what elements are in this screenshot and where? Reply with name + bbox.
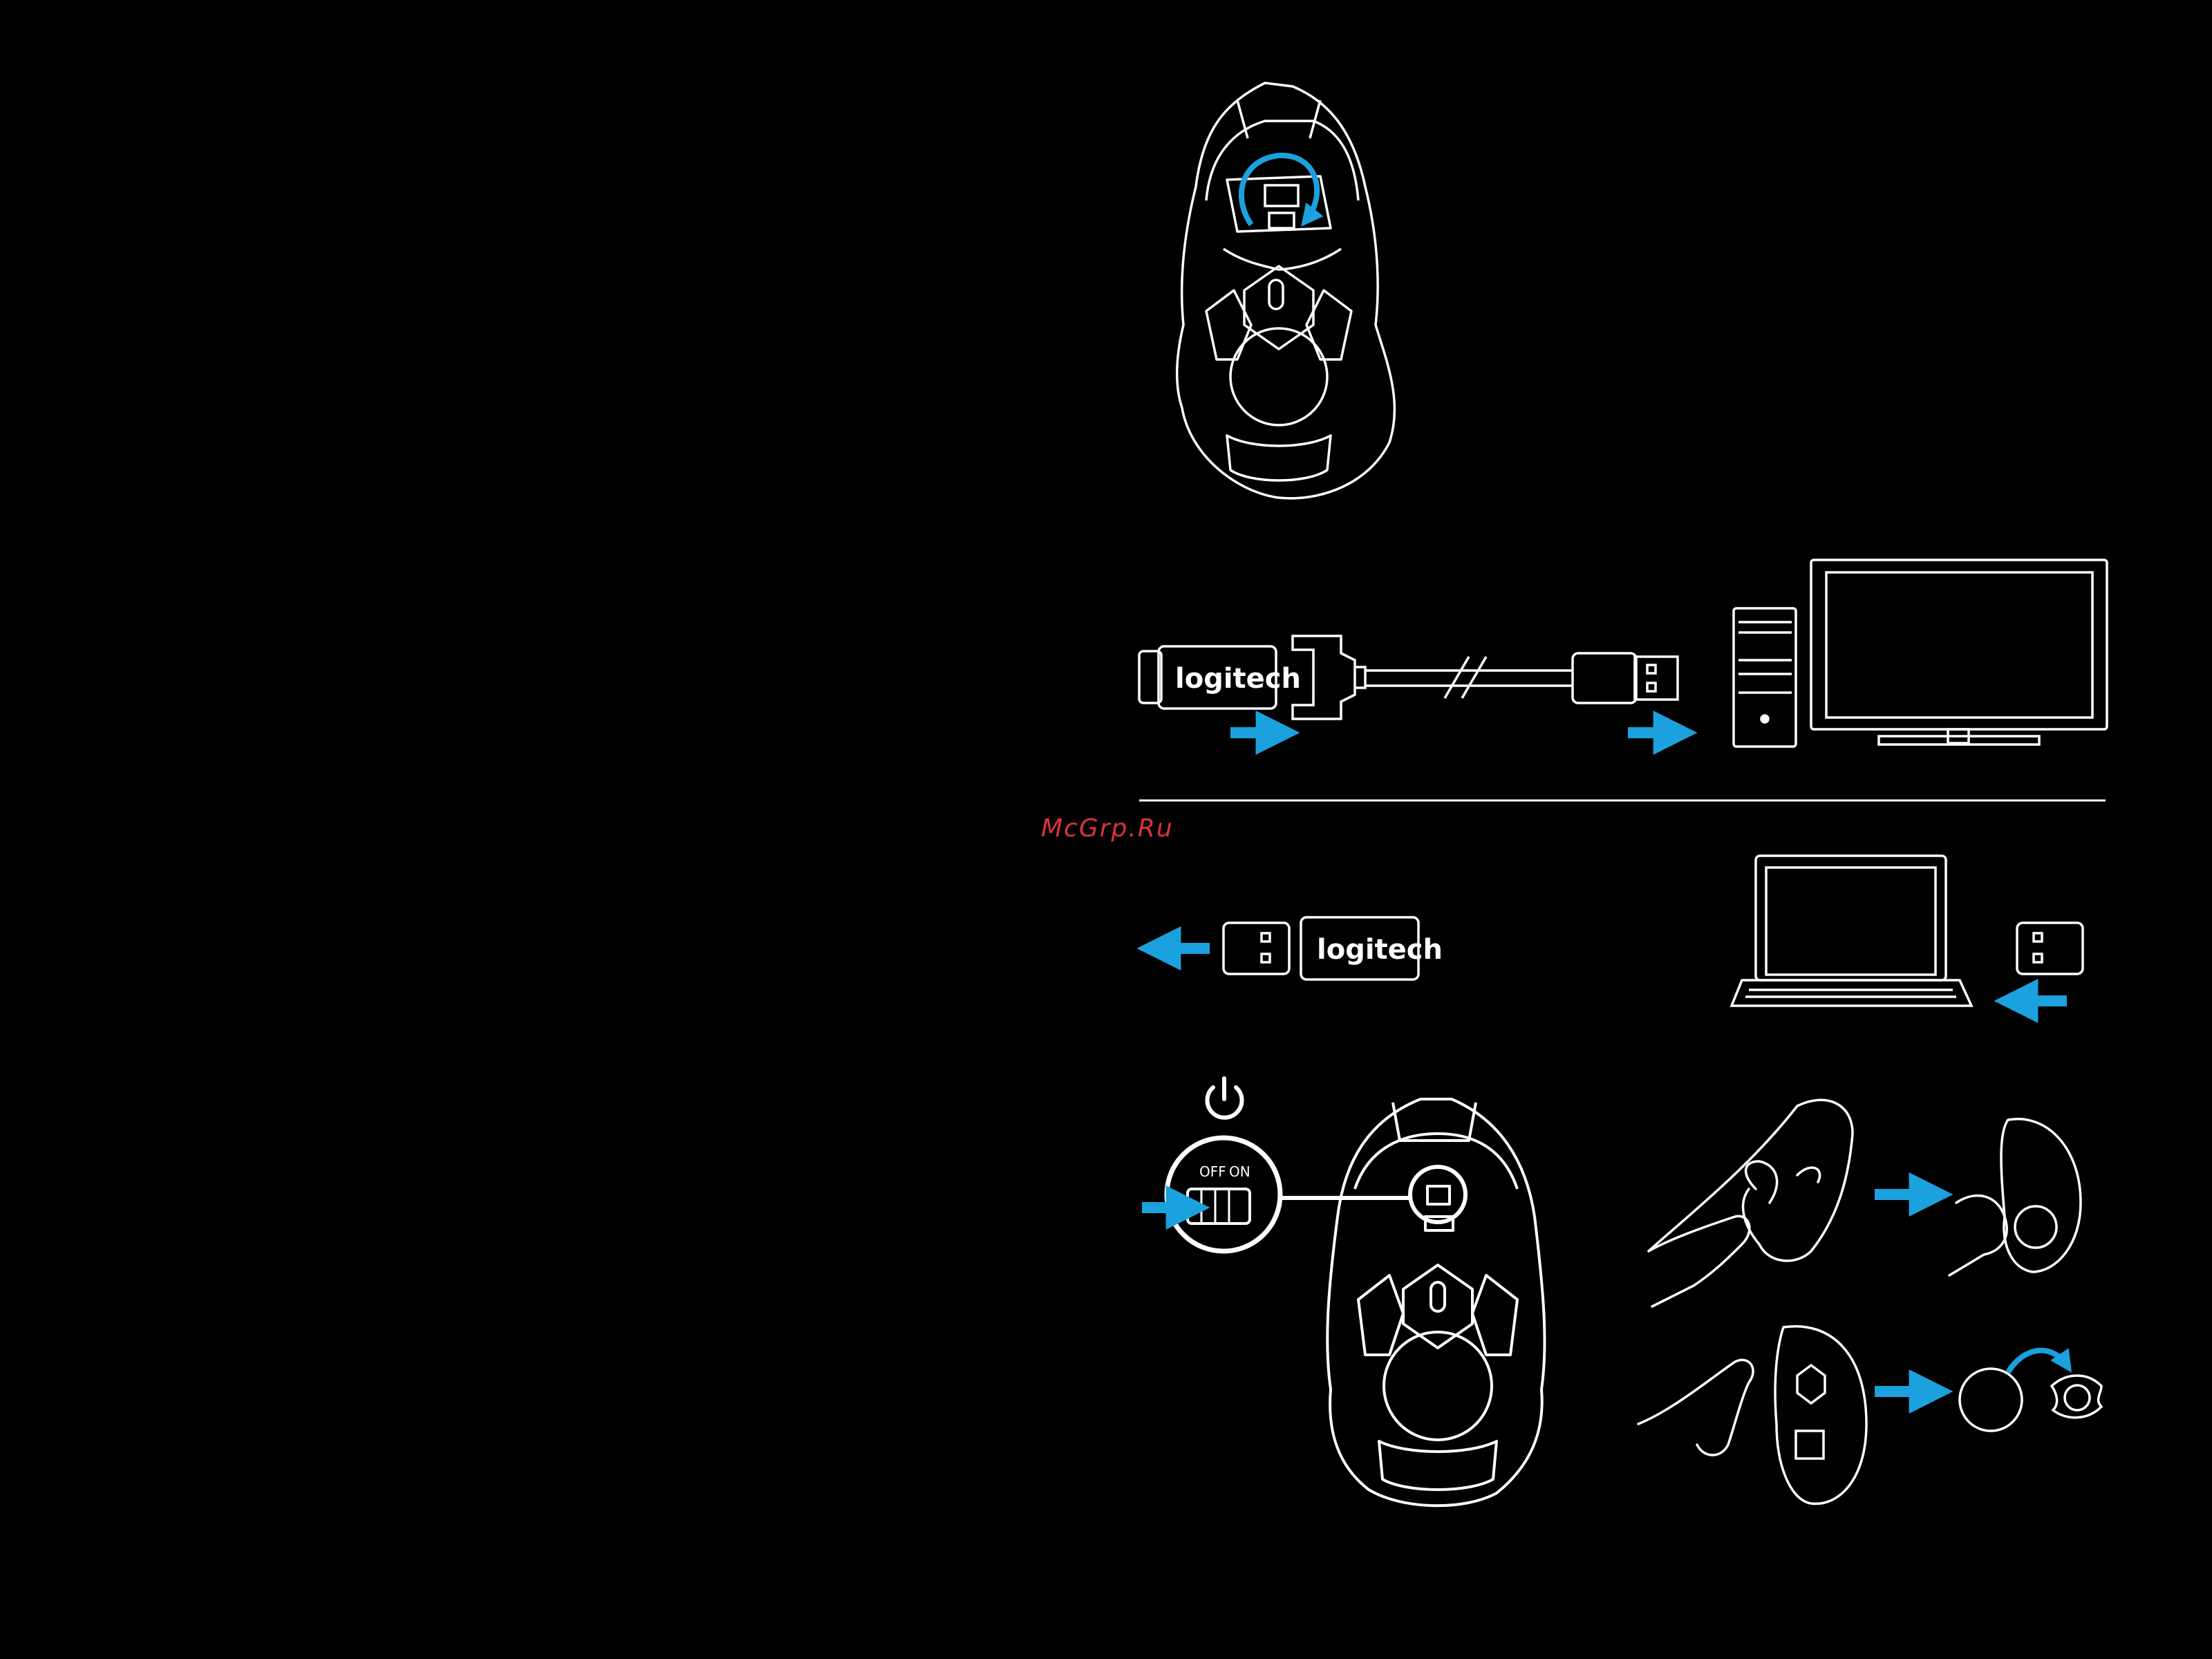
rotate-arrow-cover bbox=[2008, 1351, 2067, 1372]
rotate-arrow bbox=[1241, 156, 1317, 225]
hand-removing-cover-2 bbox=[1949, 1119, 2081, 1275]
extender-cable bbox=[1365, 653, 1678, 703]
logo-text-bottom: logitech bbox=[1317, 934, 1443, 966]
nano-receiver-right bbox=[2017, 923, 2083, 974]
switch-off-label: OFF bbox=[1199, 1163, 1226, 1180]
power-switch-closeup bbox=[1167, 1138, 1280, 1251]
watermark: McGrp.Ru bbox=[1041, 814, 1174, 843]
hand-removing-cover-1 bbox=[1649, 1100, 1853, 1306]
power-icon bbox=[1208, 1078, 1242, 1118]
mouse-underside-bottom bbox=[1327, 1099, 1544, 1506]
receiver-compartment-icon bbox=[1265, 185, 1298, 228]
logo-text-top: logitech bbox=[1175, 663, 1301, 695]
mouse-underside-top bbox=[1177, 83, 1395, 498]
desktop-tower-icon bbox=[1734, 608, 1796, 747]
laptop-icon bbox=[1732, 856, 1971, 1006]
switch-on-label: ON bbox=[1229, 1163, 1250, 1180]
hand-holding-mouse bbox=[1638, 1327, 1866, 1504]
weight-cover-parts bbox=[1960, 1369, 2101, 1431]
monitor-icon bbox=[1811, 560, 2107, 744]
